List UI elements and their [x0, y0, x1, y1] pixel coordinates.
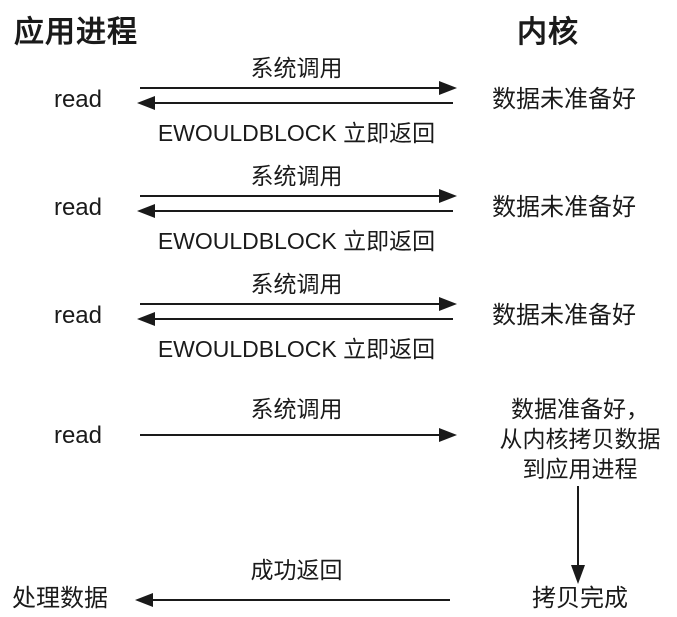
- syscall-arrow-3: [140, 297, 457, 311]
- kernel-ready-line-2: 从内核拷贝数据: [499, 426, 661, 452]
- ewouldblock-label-2: EWOULDBLOCK 立即返回: [157, 228, 436, 254]
- success-return-arrow: [135, 593, 450, 607]
- read-call-2: read: [53, 194, 103, 221]
- syscall-label-1: 系统调用: [250, 55, 343, 81]
- syscall-label-2: 系统调用: [250, 163, 343, 189]
- syscall-arrow-1: [140, 81, 457, 95]
- kernel-ready-line-3: 到应用进程: [522, 456, 638, 482]
- read-call-3: read: [53, 302, 103, 329]
- ewouldblock-label-3: EWOULDBLOCK 立即返回: [157, 336, 436, 362]
- syscall-label-3: 系统调用: [250, 271, 343, 297]
- ewouldblock-label-1: EWOULDBLOCK 立即返回: [157, 120, 436, 146]
- read-call-4: read: [53, 422, 103, 449]
- syscall-label-4: 系统调用: [250, 396, 343, 422]
- process-data-label: 处理数据: [12, 585, 108, 612]
- kernel-status-3: 数据未准备好: [492, 302, 636, 329]
- immediate-return-arrow-3: [137, 312, 453, 326]
- syscall-arrow-2: [140, 189, 457, 203]
- syscall-arrow-4: [140, 428, 457, 442]
- kernel-ready-text: 数据准备好， 从内核拷贝数据 到应用进程: [480, 394, 677, 484]
- kernel-copy-arrow: [571, 486, 585, 584]
- kernel-title: 内核: [517, 16, 579, 49]
- success-return-label: 成功返回: [250, 557, 343, 583]
- immediate-return-arrow-1: [137, 96, 453, 110]
- app-process-title: 应用进程: [14, 16, 138, 49]
- immediate-return-arrow-2: [137, 204, 453, 218]
- kernel-status-1: 数据未准备好: [492, 86, 636, 113]
- kernel-status-2: 数据未准备好: [492, 194, 636, 221]
- copy-done-label: 拷贝完成: [532, 585, 628, 612]
- kernel-ready-line-1: 数据准备好，: [511, 396, 649, 422]
- read-call-1: read: [53, 86, 103, 113]
